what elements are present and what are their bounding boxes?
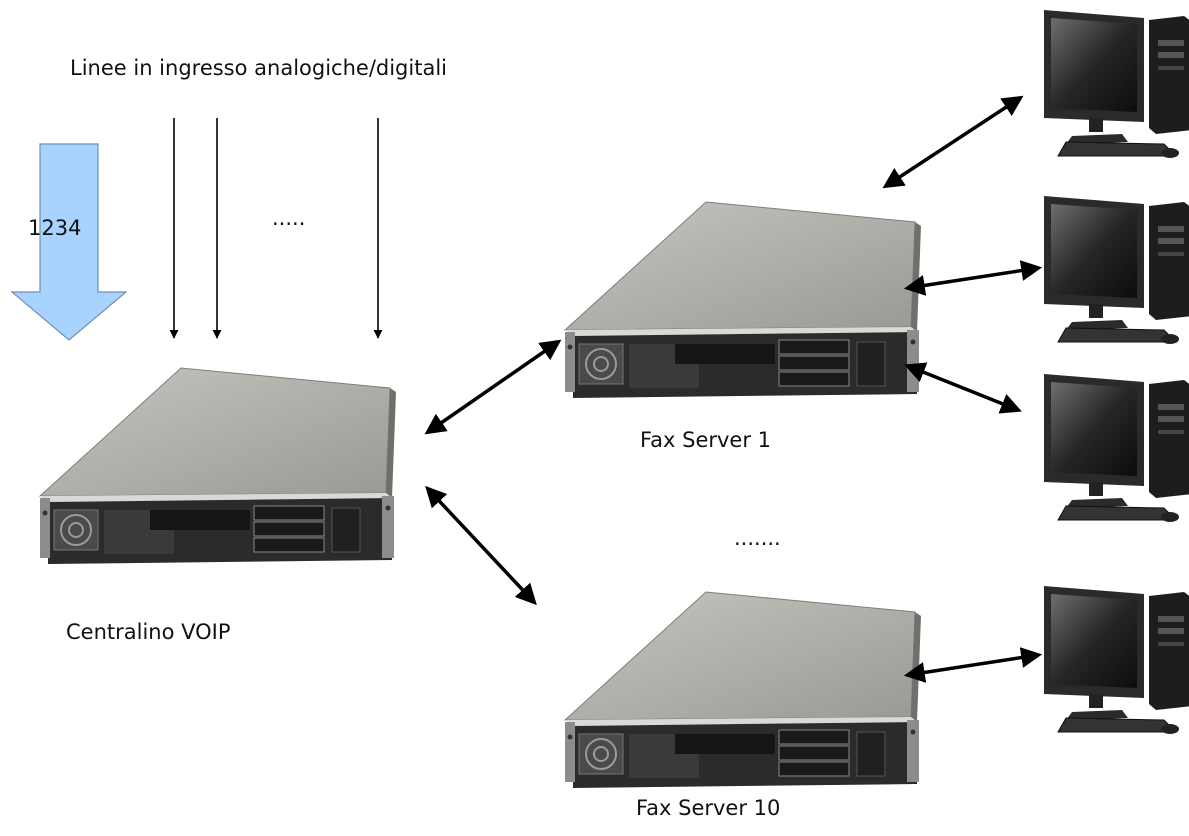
fax-server-1-label: Fax Server 1: [640, 430, 772, 452]
fax1-client2-link-arrow: [903, 260, 1043, 296]
client-computer-1-icon: [1043, 9, 1189, 159]
incoming-number-label: 1234: [28, 218, 82, 240]
fax-server-1-icon: [564, 201, 922, 399]
pbx-fax1-link-arrow: [424, 339, 562, 435]
pbx-fax10-link-arrow: [425, 485, 537, 606]
incoming-line-arrows: [169, 118, 383, 339]
fax1-client1-link-arrow: [882, 95, 1024, 189]
voip-pbx-label: Centralino VOIP: [66, 622, 231, 644]
client-computer-3-icon: [1043, 373, 1189, 523]
client-computer-2-icon: [1043, 195, 1189, 345]
fax10-client-link-arrow: [903, 647, 1043, 683]
incoming-lines-title: Linee in ingresso analogiche/digitali: [70, 58, 447, 80]
incoming-lines-ellipsis: .....: [272, 208, 306, 230]
fax-servers-ellipsis: .......: [734, 528, 781, 550]
voip-pbx-server-icon: [39, 367, 397, 565]
fax-server-10-label: Fax Server 10: [636, 798, 781, 820]
incoming-call-arrow: [10, 143, 128, 341]
client-computer-4-icon: [1043, 585, 1189, 735]
fax-server-10-icon: [564, 591, 922, 789]
fax1-client3-link-arrow: [904, 362, 1022, 414]
